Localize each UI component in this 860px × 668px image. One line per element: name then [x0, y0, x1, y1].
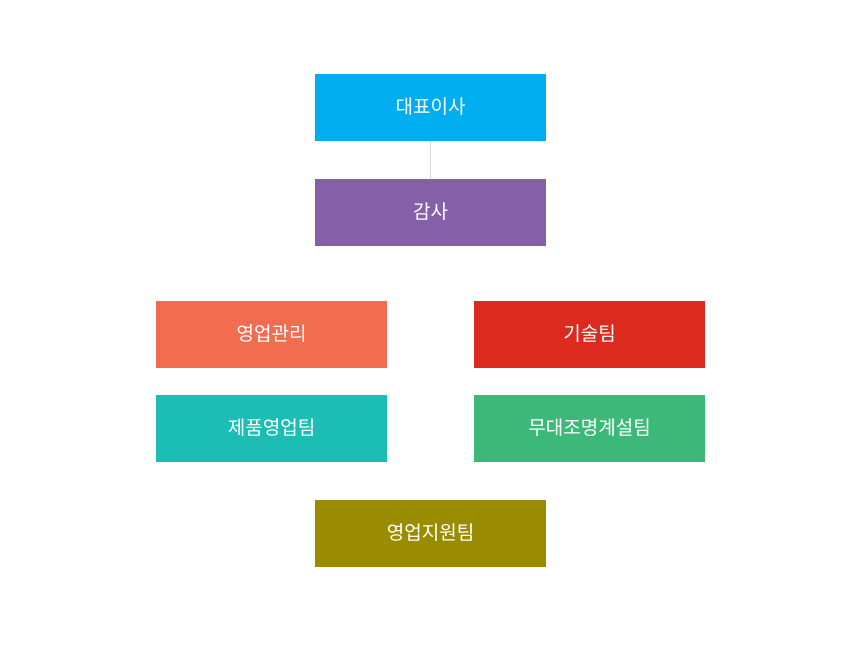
node-audit: 감사 — [315, 179, 546, 246]
node-audit-label: 감사 — [413, 201, 448, 223]
node-sales-management-label: 영업관리 — [236, 323, 307, 345]
node-sales-management: 영업관리 — [156, 301, 387, 368]
connector-ceo-audit — [430, 141, 431, 179]
node-product-sales-team: 제품영업팀 — [156, 395, 387, 462]
node-tech-team-label: 기술팀 — [563, 323, 616, 345]
node-ceo-label: 대표이사 — [395, 96, 466, 118]
node-sales-support-team: 영업지원팀 — [315, 500, 546, 567]
node-stage-lighting-team-label: 무대조명계설팀 — [528, 417, 651, 439]
node-tech-team: 기술팀 — [474, 301, 705, 368]
node-stage-lighting-team: 무대조명계설팀 — [474, 395, 705, 462]
node-sales-support-team-label: 영업지원팀 — [386, 522, 475, 544]
node-ceo: 대표이사 — [315, 74, 546, 141]
node-product-sales-team-label: 제품영업팀 — [227, 417, 316, 439]
